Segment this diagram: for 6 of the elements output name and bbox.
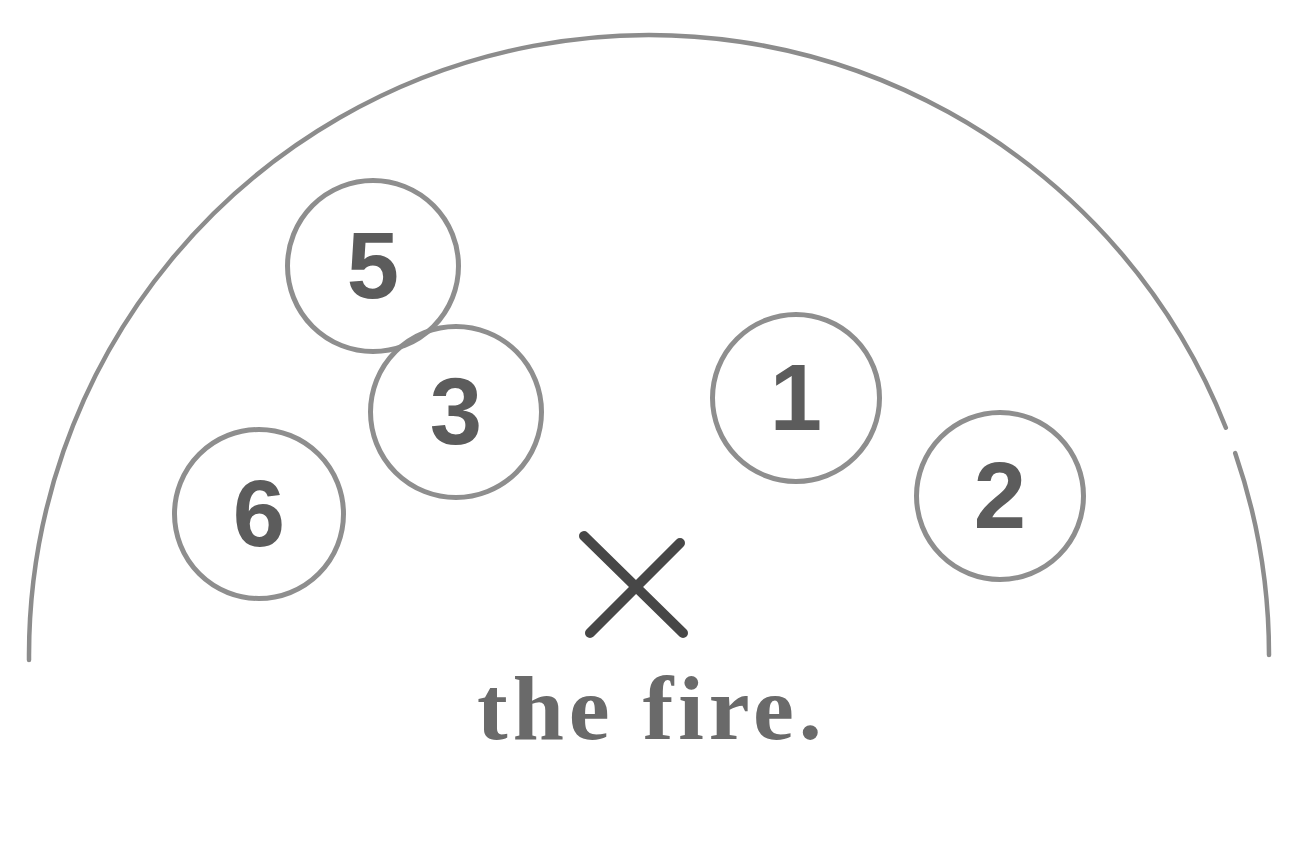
circle-number: 6: [232, 467, 286, 561]
circle-number: 1: [769, 351, 823, 445]
circle-number: 5: [346, 219, 400, 313]
circle-number: 2: [973, 449, 1027, 543]
circle-number: 3: [429, 365, 483, 459]
caption-text: the fire.: [477, 662, 827, 754]
